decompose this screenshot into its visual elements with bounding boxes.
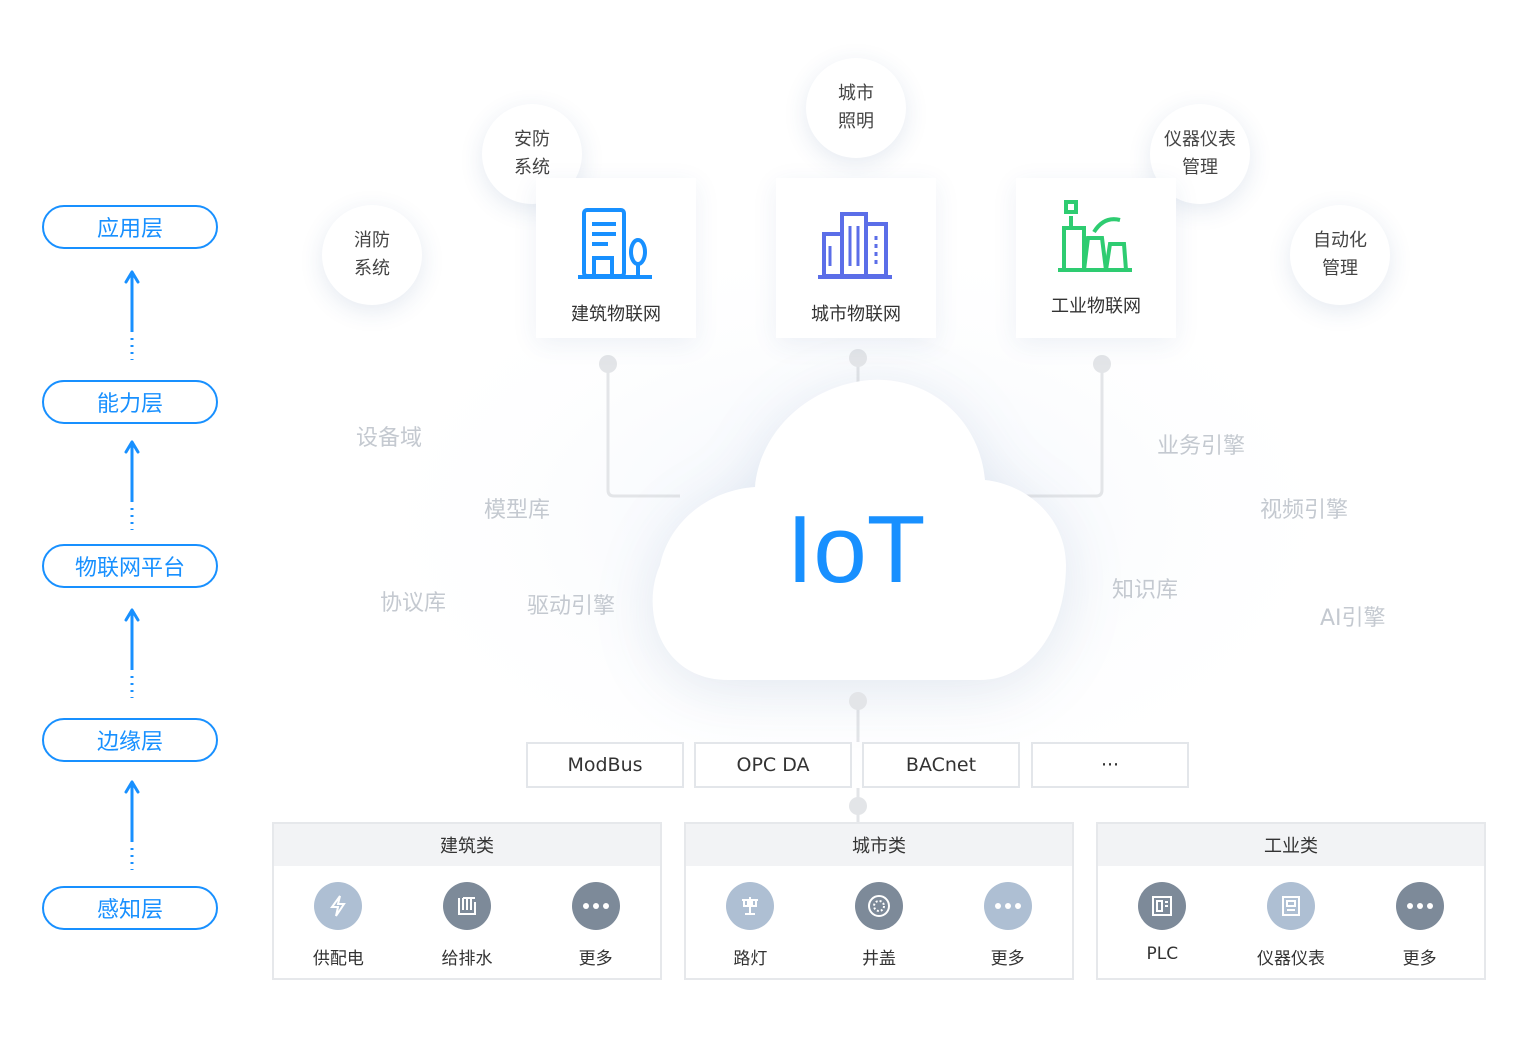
streetlight-icon xyxy=(726,882,775,930)
city-icon xyxy=(818,212,892,279)
device-plc: PLC xyxy=(1112,882,1212,969)
connector-dot xyxy=(849,349,867,367)
layer-edge: 边缘层 xyxy=(42,718,218,762)
satellite-city-lighting: 城市照明 xyxy=(806,58,906,158)
card-city-iot: 城市物联网 xyxy=(776,178,936,338)
category-city: 城市类 路灯 井盖 更多 xyxy=(684,822,1074,980)
arrow-up-icon xyxy=(124,608,140,698)
connector-dot xyxy=(599,355,617,373)
connector-dot xyxy=(849,692,867,710)
satellite-line: 管理 xyxy=(1322,258,1358,279)
protocol-modbus: ModBus xyxy=(526,742,684,788)
category-title: 工业类 xyxy=(1098,824,1484,866)
capability-device-domain: 设备域 xyxy=(356,426,423,451)
layer-application: 应用层 xyxy=(42,205,218,249)
capability-business-engine: 业务引擎 xyxy=(1157,434,1246,459)
satellite-fire-system: 消防系统 xyxy=(322,205,422,305)
satellite-line: 系统 xyxy=(354,258,390,279)
device-label: 仪器仪表 xyxy=(1256,949,1325,969)
device-label: 供配电 xyxy=(312,949,364,969)
device-power-supply: 供配电 xyxy=(288,882,388,969)
layer-iot-platform: 物联网平台 xyxy=(42,544,218,588)
category-building: 建筑类 供配电 给排水 更多 xyxy=(272,822,662,980)
cloud-shape xyxy=(652,379,1066,680)
more-icon xyxy=(983,882,1032,930)
protocol-opc-da: OPC DA xyxy=(694,742,852,788)
water-icon xyxy=(442,882,491,930)
category-industrial: 工业类 PLC 仪器仪表 更多 xyxy=(1096,822,1486,980)
lightning-icon xyxy=(314,882,363,930)
device-more: 更多 xyxy=(1370,882,1470,969)
satellite-line: 城市 xyxy=(838,83,874,104)
satellite-line: 安防 xyxy=(514,129,550,150)
category-title: 建筑类 xyxy=(274,824,660,866)
device-label: 更多 xyxy=(1402,949,1437,969)
more-icon xyxy=(571,882,620,930)
device-more: 更多 xyxy=(546,882,646,969)
device-more: 更多 xyxy=(958,882,1058,969)
connector-dot xyxy=(1093,355,1111,373)
arrow-up-icon xyxy=(124,270,140,360)
device-label: 给排水 xyxy=(441,949,493,969)
capability-driver-engine: 驱动引擎 xyxy=(527,594,616,619)
category-title: 城市类 xyxy=(686,824,1072,866)
capability-knowledge-lib: 知识库 xyxy=(1112,578,1179,603)
connector-dot xyxy=(849,797,867,815)
satellite-line: 消防 xyxy=(354,230,390,251)
card-label: 建筑物联网 xyxy=(571,304,661,325)
capability-video-engine: 视频引擎 xyxy=(1260,498,1349,523)
card-building-iot: 建筑物联网 xyxy=(536,178,696,338)
satellite-line: 照明 xyxy=(838,111,874,132)
device-water: 给排水 xyxy=(417,882,517,969)
capability-protocol-lib: 协议库 xyxy=(380,591,447,616)
manhole-icon xyxy=(854,882,903,930)
protocol-bacnet: BACnet xyxy=(862,742,1020,788)
protocol-more: ··· xyxy=(1031,742,1189,788)
device-label: 更多 xyxy=(578,949,613,969)
arrow-up-icon xyxy=(124,440,140,530)
layer-perception: 感知层 xyxy=(42,886,218,930)
factory-icon xyxy=(1058,200,1132,272)
device-instrument: 仪器仪表 xyxy=(1241,882,1341,969)
device-label: PLC xyxy=(1146,944,1179,964)
device-label: 更多 xyxy=(990,949,1025,969)
device-label: 井盖 xyxy=(861,949,896,969)
cloud-title: IoT xyxy=(786,496,926,603)
device-manhole: 井盖 xyxy=(829,882,929,969)
plc-icon xyxy=(1138,882,1187,930)
card-label: 工业物联网 xyxy=(1051,296,1141,317)
building-icon xyxy=(578,208,652,279)
satellite-automation-management: 自动化管理 xyxy=(1290,205,1390,305)
arrow-up-icon xyxy=(124,780,140,870)
capability-model-lib: 模型库 xyxy=(484,498,551,523)
satellite-line: 仪器仪表 xyxy=(1164,129,1236,150)
device-label: 路灯 xyxy=(733,949,768,969)
satellite-line: 管理 xyxy=(1182,157,1218,178)
layer-capability: 能力层 xyxy=(42,380,218,424)
satellite-line: 自动化 xyxy=(1313,230,1367,251)
instrument-icon xyxy=(1266,882,1315,930)
satellite-line: 系统 xyxy=(514,157,550,178)
card-industrial-iot: 工业物联网 xyxy=(1016,178,1176,338)
card-label: 城市物联网 xyxy=(811,304,901,325)
capability-ai-engine: AI引擎 xyxy=(1320,606,1386,631)
more-icon xyxy=(1395,882,1444,930)
device-streetlight: 路灯 xyxy=(700,882,800,969)
